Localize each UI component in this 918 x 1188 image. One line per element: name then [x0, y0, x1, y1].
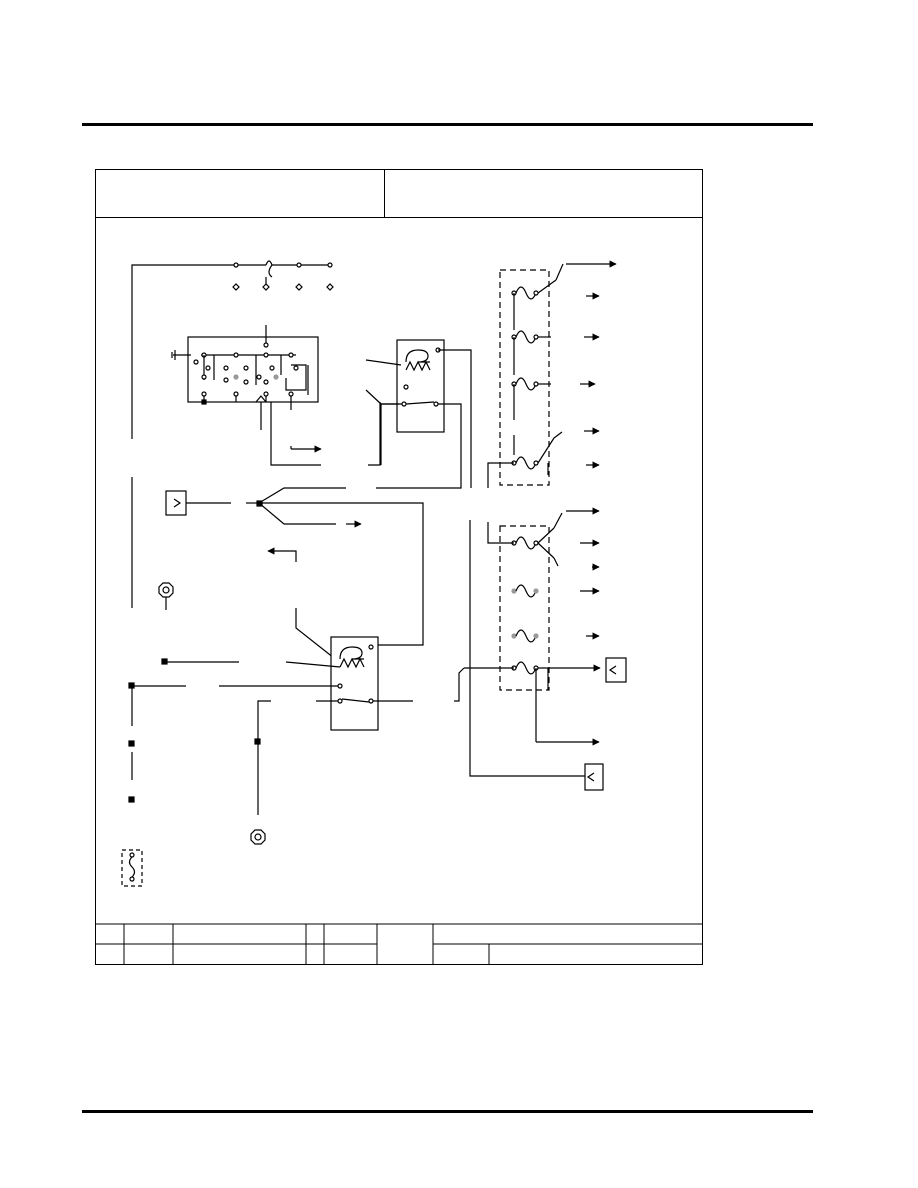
- title-block: [96, 923, 702, 964]
- fuse-block-lower: [454, 507, 601, 746]
- ground-stud-icon: [158, 582, 174, 610]
- central-splice-area: [165, 487, 424, 659]
- diagram-frame: [95, 169, 703, 965]
- header-divider: [96, 217, 702, 218]
- top-switch-row: [232, 260, 334, 291]
- ground-stud-icon: [250, 829, 266, 845]
- multi-switch-box: [187, 325, 319, 410]
- upper-relay: [365, 339, 472, 489]
- switch-box-output-wires: [260, 402, 381, 466]
- connector-block-icon: [469, 520, 604, 791]
- lower-relay: [128, 636, 413, 815]
- bottom-rule: [82, 1110, 813, 1113]
- connector-block-icon: [605, 657, 627, 683]
- left-bus-wire: [131, 264, 236, 780]
- fuse-icon: [121, 849, 143, 887]
- left-splice-dots: [128, 740, 135, 803]
- ground-symbol-icon: [171, 350, 191, 360]
- fuse-block-upper: [487, 260, 617, 488]
- wiring-schematic: [96, 260, 702, 964]
- top-rule: [82, 123, 813, 126]
- header-split: [384, 170, 385, 217]
